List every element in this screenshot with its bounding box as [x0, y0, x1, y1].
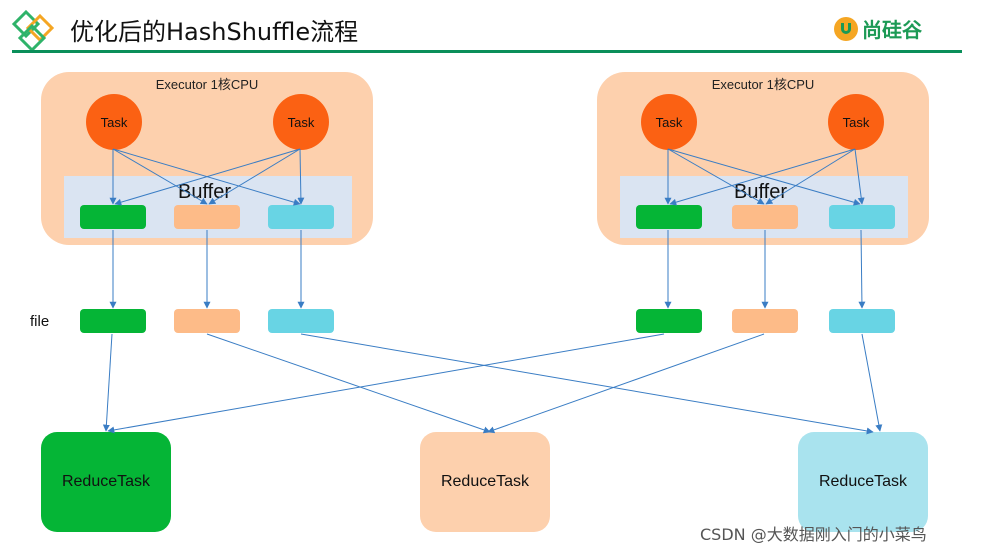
file-block-cyan: [829, 309, 895, 333]
arrow: [206, 333, 491, 434]
arrow: [861, 333, 883, 432]
arrow: [102, 333, 113, 432]
arrow: [669, 148, 856, 206]
file-block-cyan: [268, 309, 334, 333]
arrow: [208, 148, 301, 205]
title-divider: [12, 50, 962, 53]
brand-icon: [834, 16, 858, 41]
brand-logo: 尚硅谷: [834, 14, 922, 43]
arrow: [487, 333, 765, 434]
arrow: [114, 148, 301, 206]
page-title: 优化后的HashShuffle流程: [70, 18, 359, 46]
arrow: [765, 148, 856, 205]
reduce-task-3: ReduceTask: [798, 432, 928, 532]
arrow: [297, 148, 305, 205]
file-block-green: [80, 309, 146, 333]
reduce-task-2: ReduceTask: [420, 432, 550, 532]
arrow: [858, 229, 866, 309]
task-node: Task: [86, 94, 142, 150]
file-block-green: [636, 309, 702, 333]
task-node: Task: [641, 94, 697, 150]
brand-name: 尚硅谷: [862, 18, 922, 42]
buffer-bucket-green: [636, 205, 702, 229]
arrow: [854, 148, 865, 205]
buffer-label-2: Buffer: [734, 181, 787, 203]
task-node: Task: [828, 94, 884, 150]
file-label: file: [30, 313, 50, 330]
buffer-bucket-cyan: [268, 205, 334, 229]
arrow: [107, 333, 665, 434]
task-node: Task: [273, 94, 329, 150]
executor-label-2: Executor 1核CPU: [711, 77, 815, 92]
executor-label-1: Executor 1核CPU: [155, 77, 259, 92]
buffer-label-1: Buffer: [178, 181, 231, 203]
buffer-bucket-green: [80, 205, 146, 229]
arrow: [300, 333, 874, 435]
arrow: [667, 148, 765, 205]
reduce-task-1: ReduceTask: [41, 432, 171, 532]
arrow: [112, 148, 208, 205]
buffer-bucket-cyan: [829, 205, 895, 229]
buffer-bucket-peach: [732, 205, 798, 229]
buffer-bucket-peach: [174, 205, 240, 229]
file-block-peach: [732, 309, 798, 333]
file-block-peach: [174, 309, 240, 333]
watermark: CSDN @大数据刚入门的小菜鸟: [700, 525, 927, 544]
